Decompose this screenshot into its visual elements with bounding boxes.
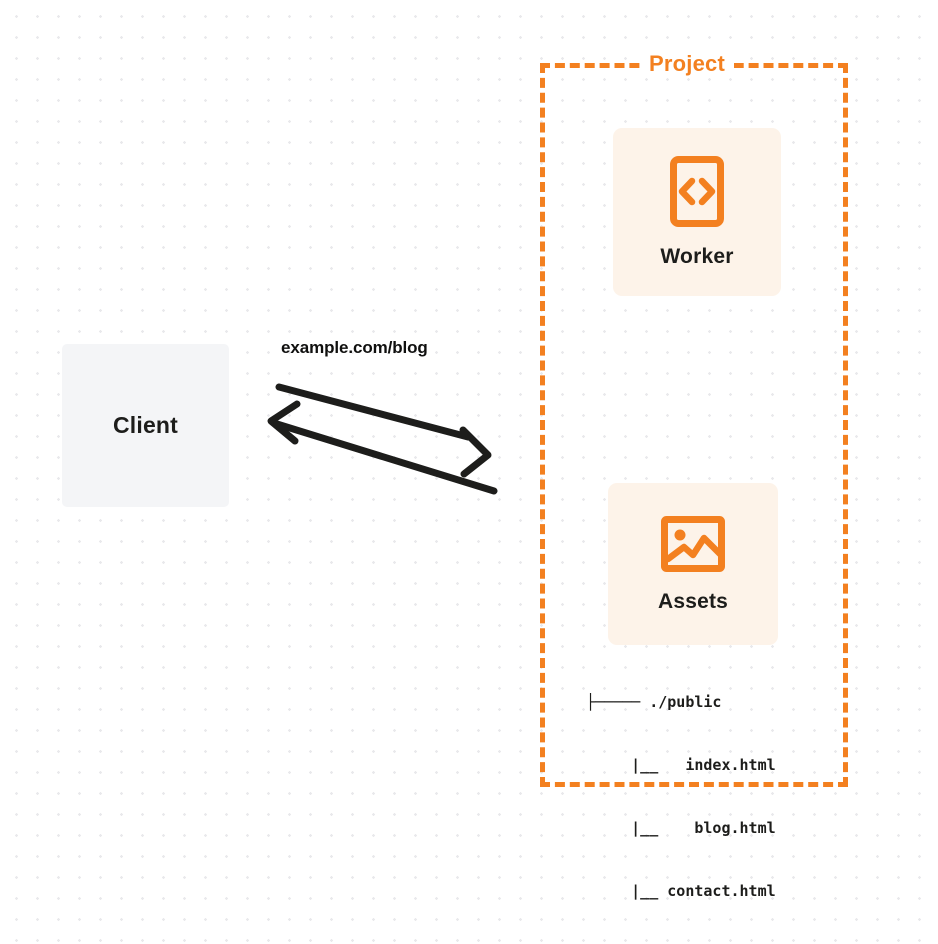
- connection-url-label: example.com/blog: [281, 338, 428, 357]
- worker-label: Worker: [660, 245, 734, 268]
- assets-file-tree: ├───── ./public |__ index.html |__ blog.…: [586, 650, 776, 944]
- file-tree-row: |__ blog.html: [586, 818, 776, 839]
- request-arrow: [273, 420, 498, 495]
- file-tree-row: |__ contact.html: [586, 881, 776, 902]
- file-tree-row: ├───── ./public: [586, 692, 776, 713]
- response-arrow: [267, 383, 472, 445]
- worker-node[interactable]: Worker: [613, 128, 781, 296]
- client-node[interactable]: Client: [62, 344, 229, 507]
- tree-branch-glyph: |__: [586, 882, 668, 900]
- tree-branch-glyph: ├─────: [586, 693, 650, 711]
- tree-file-name: contact.html: [667, 882, 776, 900]
- assets-node[interactable]: Assets: [608, 483, 778, 645]
- tree-file-name: blog.html: [694, 819, 776, 837]
- tree-file-name: ./public: [649, 693, 722, 711]
- diagram-canvas: Client example.com/blog Project Worker: [62, 51, 848, 900]
- file-tree-row: |__ index.html: [586, 755, 776, 776]
- code-brackets-icon: [670, 156, 724, 227]
- tree-branch-glyph: |__: [586, 819, 695, 837]
- tree-file-name: index.html: [685, 756, 776, 774]
- tree-branch-glyph: |__: [586, 756, 686, 774]
- project-title: Project: [640, 51, 734, 77]
- assets-label: Assets: [657, 589, 729, 613]
- client-label: Client: [112, 412, 179, 438]
- image-icon: [661, 515, 725, 572]
